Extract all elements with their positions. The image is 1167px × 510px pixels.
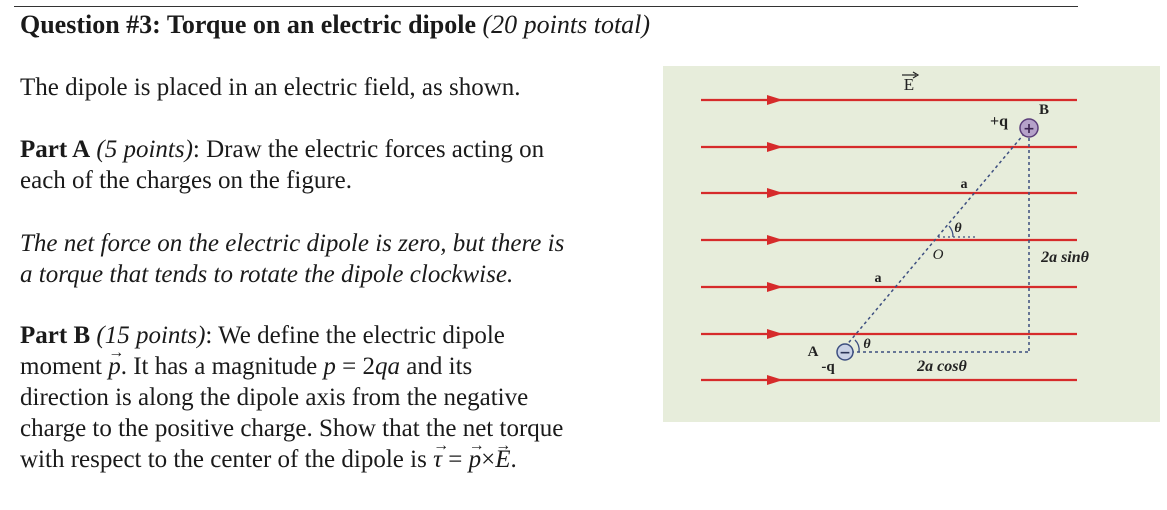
part-a-points: (5 points) bbox=[96, 136, 193, 163]
part-a-line-1: Part A (5 points): Draw the electric for… bbox=[20, 134, 544, 165]
charge-theta-label: θ bbox=[863, 337, 871, 352]
part-b-label: Part B bbox=[20, 322, 91, 349]
field-label: E bbox=[902, 71, 920, 94]
part-a-text-1: : Draw the electric forces acting on bbox=[192, 136, 545, 163]
part-b-moment-text: moment bbox=[20, 353, 109, 380]
field-line bbox=[701, 375, 1077, 385]
part-b-torque-text: with respect to the center of the dipole… bbox=[20, 446, 434, 473]
negative-charge-label: -q bbox=[821, 359, 835, 375]
field-arrow-icon bbox=[767, 95, 783, 105]
field-arrow-icon bbox=[767, 188, 783, 198]
part-b-text-1: : We define the electric dipole bbox=[205, 322, 505, 349]
center-theta-label: θ bbox=[954, 221, 962, 236]
point-a-label: A bbox=[808, 344, 819, 360]
question-title: Question #3: Torque on an electric dipol… bbox=[20, 10, 650, 40]
part-a-label: Part A bbox=[20, 136, 91, 163]
field-lines bbox=[701, 95, 1077, 385]
torque-vector: τ bbox=[433, 430, 442, 475]
torque-note: The net force on the electric dipole is … bbox=[20, 228, 564, 290]
part-a: Part A (5 points): Draw the electric for… bbox=[20, 134, 544, 196]
field-line bbox=[701, 142, 1077, 152]
half-length-label-upper: a bbox=[961, 177, 968, 192]
part-b-line-1: Part B (15 points): We define the electr… bbox=[20, 320, 563, 351]
part-b: Part B (15 points): We define the electr… bbox=[20, 320, 563, 475]
negative-charge: − bbox=[836, 343, 854, 361]
point-b-label: B bbox=[1039, 102, 1049, 118]
part-b-line-2: moment p. It has a magnitude p = 2qa and… bbox=[20, 337, 563, 382]
field-line bbox=[701, 282, 1077, 292]
dipole-moment-vector: p bbox=[108, 337, 121, 382]
positive-charge: + bbox=[1019, 118, 1039, 138]
torque-note-line-1: The net force on the electric dipole is … bbox=[20, 230, 565, 257]
cross-sign: × bbox=[481, 446, 496, 473]
vector-arrow-icon bbox=[912, 71, 920, 79]
part-a-text-2: each of the charges on the figure. bbox=[20, 167, 353, 194]
equals-sign: = bbox=[442, 446, 469, 473]
dipole-figure: E + − +q B A -q a a O θ θ 2a cosθ 2a sin… bbox=[663, 66, 1160, 422]
field-line bbox=[701, 95, 1077, 105]
minus-sign-icon: − bbox=[839, 345, 851, 361]
part-b-line-3: direction is along the dipole axis from … bbox=[20, 384, 529, 411]
plus-sign-icon: + bbox=[1023, 121, 1035, 137]
part-b-line-5: with respect to the center of the dipole… bbox=[20, 430, 563, 475]
field-line bbox=[701, 188, 1077, 198]
positive-charge-label: +q bbox=[990, 113, 1008, 130]
torque-note-line-2: a torque that tends to rotate the dipole… bbox=[20, 261, 514, 288]
period: . bbox=[510, 446, 517, 473]
top-rule bbox=[14, 6, 1078, 7]
field-line bbox=[701, 235, 1077, 245]
vertical-distance-label: 2a sinθ bbox=[1040, 249, 1090, 266]
field-vector: E bbox=[495, 430, 511, 475]
dipole-geometry bbox=[844, 127, 1030, 353]
field-label-text: E bbox=[904, 75, 914, 94]
field-arrow-icon bbox=[767, 375, 783, 385]
center-o-label: O bbox=[933, 247, 944, 263]
center-angle-arc-icon bbox=[948, 225, 954, 238]
field-arrow-icon bbox=[767, 142, 783, 152]
field-line bbox=[701, 329, 1077, 339]
magnitude-lhs: p bbox=[323, 353, 336, 380]
magnitude-mid: = 2 bbox=[335, 353, 376, 380]
half-length-label-lower: a bbox=[875, 271, 882, 286]
field-arrow-icon bbox=[767, 282, 783, 292]
figure-background bbox=[663, 66, 1160, 422]
charge-angle-arc-icon bbox=[854, 339, 860, 353]
part-b-its-text: and its bbox=[400, 353, 473, 380]
moment-vector: p bbox=[469, 430, 482, 475]
intro-text: The dipole is placed in an electric fiel… bbox=[20, 74, 521, 101]
part-b-magnitude-text: . It has a magnitude bbox=[120, 353, 324, 380]
horizontal-distance-label: 2a cosθ bbox=[916, 358, 967, 375]
magnitude-rhs: qa bbox=[375, 353, 401, 380]
field-arrow-icon bbox=[767, 329, 783, 339]
field-arrow-icon bbox=[767, 235, 783, 245]
question-title-text: Question #3: Torque on an electric dipol… bbox=[20, 10, 476, 39]
question-points: (20 points total) bbox=[482, 10, 651, 39]
